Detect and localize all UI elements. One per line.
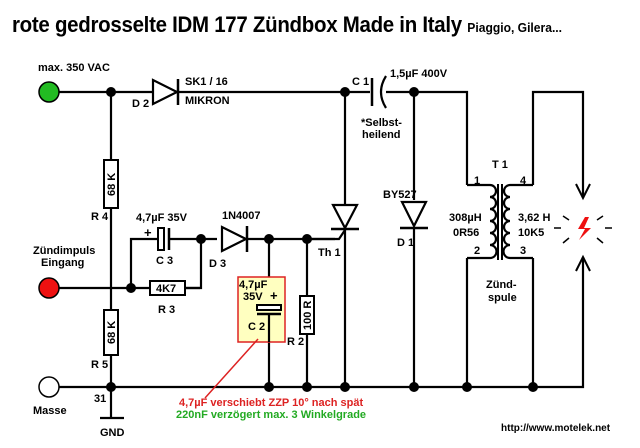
note-green: 220nF verzögert max. 3 Winkelgrade: [176, 409, 366, 421]
supply-label: max. 350 VAC: [38, 62, 110, 74]
capacitor-c3: [157, 227, 171, 251]
diode-d1: [400, 200, 428, 230]
t1-primary-1: 308µH: [449, 212, 482, 224]
c3-ref: C 3: [156, 255, 173, 267]
r3-value: 4K7: [156, 283, 176, 295]
d2-part2: MIKRON: [185, 95, 230, 107]
c1-note-1: *Selbst-: [361, 117, 402, 129]
diode-d2: [151, 78, 180, 106]
diagram-title: rote gedrosselte IDM 177 Zündbox Made in…: [12, 12, 562, 38]
r5-value: 68 K: [106, 321, 118, 344]
r3-ref: R 3: [158, 304, 175, 316]
c3-value: 4,7µF 35V: [136, 212, 188, 224]
c2-value-1: 4,7µF: [239, 279, 268, 291]
r5-ref: R 5: [91, 359, 108, 371]
t1-name-1: Zünd-: [486, 279, 517, 291]
wires: [50, 90, 585, 420]
ground-label: Masse: [33, 405, 67, 417]
t1-secondary-1: 3,62 H: [518, 212, 550, 224]
d1-part: BY527: [383, 189, 417, 201]
resistor-r4: [103, 159, 119, 209]
lightning-icon: [578, 217, 591, 240]
t1-pin4: 4: [520, 175, 527, 187]
th1-ref: Th 1: [318, 247, 341, 259]
trigger-label-2: Eingang: [41, 257, 84, 269]
trigger-terminal[interactable]: [38, 277, 60, 299]
spark-gap: [554, 183, 612, 272]
r2-value: 100 R: [302, 301, 314, 330]
r4-value: 68 K: [106, 173, 118, 196]
thyristor-th1: [307, 203, 359, 241]
ground-pin-label: 31: [94, 393, 106, 405]
t1-name-2: spule: [488, 292, 517, 304]
capacitor-c2: [256, 304, 282, 342]
c2-polarity: +: [270, 288, 278, 303]
d2-part1: SK1 / 16: [185, 76, 228, 88]
note-red: 4,7µF verschiebt ZZP 10° nach spät: [179, 397, 363, 409]
junctions: [106, 87, 538, 392]
d3-ref: D 3: [209, 258, 226, 270]
d2-ref: D 2: [132, 98, 149, 110]
transformer-t1: [467, 183, 533, 260]
c1-ref: C 1: [352, 76, 369, 88]
capacitor-c1: [370, 75, 387, 109]
supply-terminal[interactable]: [38, 81, 60, 103]
resistor-r5: [103, 309, 119, 356]
trigger-label-1: Zündimpuls: [33, 245, 95, 257]
title-main: rote gedrosselte IDM 177 Zündbox Made in…: [12, 12, 462, 37]
gnd-label: GND: [100, 427, 125, 439]
diode-d3: [220, 225, 249, 253]
t1-pin2: 2: [474, 245, 480, 257]
t1-ref: T 1: [492, 159, 508, 171]
t1-pin3: 3: [520, 245, 526, 257]
c1-value: 1,5µF 400V: [390, 68, 448, 80]
footer-url: http://www.motelek.net: [501, 423, 611, 434]
c2-ref: C 2: [248, 321, 265, 333]
c3-polarity: +: [144, 225, 152, 240]
resistor-r3: [149, 280, 186, 296]
d3-part: 1N4007: [222, 210, 261, 222]
r2-ref: R 2: [287, 336, 304, 348]
t1-secondary-2: 10K5: [518, 227, 544, 239]
t1-primary-2: 0R56: [453, 227, 479, 239]
t1-pin1: 1: [474, 175, 480, 187]
c1-note-2: heilend: [362, 129, 401, 141]
ground-terminal[interactable]: [38, 376, 60, 398]
title-sub: Piaggio, Gilera...: [467, 20, 563, 35]
resistor-r2: [299, 295, 315, 335]
note-pointer-line: [204, 338, 259, 399]
r4-ref: R 4: [91, 211, 109, 223]
d1-ref: D 1: [397, 237, 414, 249]
c2-value-2: 35V: [243, 291, 263, 303]
